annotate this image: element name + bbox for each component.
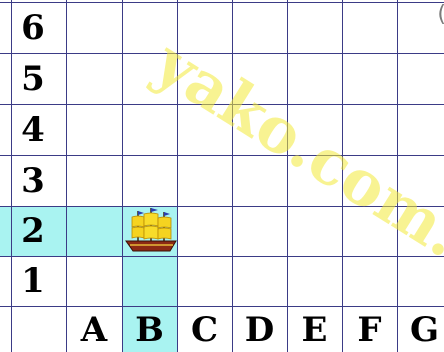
ship-icon <box>124 205 178 257</box>
row-label-3: 3 <box>0 157 66 205</box>
column-label-c: C <box>177 308 232 352</box>
column-label-g: G <box>397 308 444 352</box>
grid-line-v <box>287 0 288 352</box>
row-label-6: 6 <box>0 4 66 52</box>
row-label-5: 5 <box>0 55 66 103</box>
column-label-a: A <box>66 308 122 352</box>
grid-line-v <box>397 0 398 352</box>
row-label-1: 1 <box>0 257 66 305</box>
grid-line-v <box>122 0 123 352</box>
corner-mark: ( <box>437 2 444 27</box>
grid-line-v <box>232 0 233 352</box>
row-label-2: 2 <box>0 207 66 255</box>
row-label-4: 4 <box>0 106 66 154</box>
grid-line-v <box>342 0 343 352</box>
watermark-text: yako.com.a <box>141 25 444 293</box>
column-label-e: E <box>287 308 342 352</box>
grid-line-v <box>66 0 67 352</box>
column-label-b: B <box>122 308 177 352</box>
column-label-d: D <box>232 308 287 352</box>
column-label-f: F <box>342 308 397 352</box>
grid-line-v <box>177 0 178 352</box>
